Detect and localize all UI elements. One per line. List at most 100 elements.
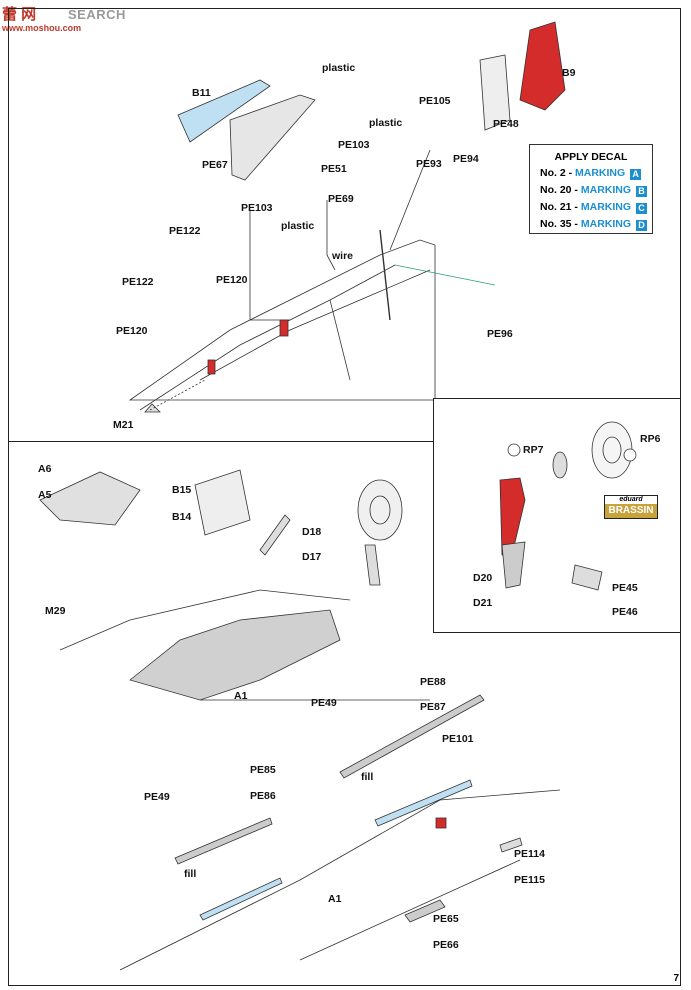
wing-outline-2	[299, 859, 521, 961]
pe101-red-part	[435, 817, 447, 829]
label-d18: D18	[302, 526, 322, 538]
pe65-part	[404, 899, 446, 923]
apply-decal-box: APPLY DECAL No. 2 - MARKING A No. 20 - M…	[529, 144, 653, 234]
fuselage-line-2	[199, 269, 431, 381]
wing-outline-1	[119, 789, 561, 971]
wing-strip-blue	[374, 779, 473, 827]
label-pe122: PE122	[122, 276, 154, 288]
label-pe66: PE66	[433, 939, 459, 951]
rp7-symbol	[507, 443, 521, 457]
label-d17: D17	[302, 551, 322, 563]
label-pe115: PE115	[514, 874, 545, 886]
label-d20: D20	[473, 572, 493, 584]
label-b14: B14	[172, 511, 192, 523]
pe120-red-part	[279, 319, 289, 337]
label-wire: wire	[332, 250, 354, 262]
decal-row: No. 21 - MARKING C	[540, 201, 647, 214]
m21-leader	[149, 379, 206, 411]
label-pe65: PE65	[433, 913, 459, 925]
label-pe94: PE94	[453, 153, 479, 165]
decal-no: No. 2	[540, 167, 566, 179]
label-a1: A1	[234, 690, 248, 702]
b11-panel	[177, 79, 271, 143]
brassin-logo: eduard BRASSIN	[604, 495, 658, 519]
label-a6: A6	[38, 463, 52, 475]
decal-no: No. 21	[540, 201, 572, 213]
decal-marking: MARKING	[580, 184, 632, 196]
label-b9: B9	[562, 67, 576, 79]
pe120-red-part-2	[207, 359, 216, 375]
label-pe103: PE103	[241, 202, 273, 214]
label-d21: D21	[473, 597, 493, 609]
label-pe88: PE88	[420, 676, 446, 688]
label-rp7: RP7	[523, 444, 544, 456]
label-pe49: PE49	[311, 697, 337, 709]
label-m21: M21	[113, 419, 134, 431]
inset-tire-inner	[602, 436, 622, 464]
pe85-strip	[174, 817, 273, 865]
label-pe105: PE105	[419, 95, 451, 107]
label-pe96: PE96	[487, 328, 513, 340]
watermark-search: SEARCH	[68, 7, 126, 22]
inset-hub	[552, 451, 568, 479]
watermark-url: www.moshou.com	[2, 23, 82, 33]
label-a1: A1	[328, 893, 342, 905]
wire-line	[326, 200, 336, 271]
label-plastic: plastic	[369, 117, 403, 129]
label-plastic: plastic	[281, 220, 315, 232]
landing-gear-leg	[364, 544, 381, 586]
watermark: 蕾 网 SEARCH www.moshou.com	[2, 3, 162, 39]
fuselage-frame-line	[329, 299, 351, 381]
pe88-strip	[339, 694, 485, 779]
decal-letter: A	[630, 169, 642, 180]
label-pe103: PE103	[338, 139, 370, 151]
decal-marking: MARKING	[580, 201, 632, 213]
b9-seat	[519, 21, 566, 111]
fuselage-top-outline	[128, 239, 436, 401]
decal-no: No. 35	[540, 218, 572, 230]
label-pe122: PE122	[169, 225, 201, 237]
inset-tire	[591, 421, 633, 479]
decal-row: No. 35 - MARKING D	[540, 218, 647, 231]
label-pe120: PE120	[216, 274, 248, 286]
label-pe114: PE114	[514, 848, 545, 860]
main-wheel-hub	[369, 495, 391, 525]
leader-line-1	[249, 210, 290, 321]
page-number: 7	[673, 973, 679, 984]
label-pe51: PE51	[321, 163, 347, 175]
label-pe48: PE48	[493, 118, 519, 130]
label-a5: A5	[38, 489, 52, 501]
instrument-panel	[229, 94, 316, 181]
label-pe120: PE120	[116, 325, 148, 337]
watermark-logo: 蕾 网	[2, 6, 37, 23]
decal-letter: C	[635, 203, 647, 214]
label-pe49: PE49	[144, 791, 170, 803]
section-divider	[8, 441, 434, 442]
decal-letter: B	[635, 186, 647, 197]
label-fill: fill	[361, 771, 374, 783]
decal-no: No. 20	[540, 184, 572, 196]
label-fill: fill	[184, 868, 197, 880]
label-pe86: PE86	[250, 790, 276, 802]
label-pe93: PE93	[416, 158, 442, 170]
main-wheel	[357, 479, 403, 541]
label-rp6: RP6	[640, 433, 661, 445]
label-pe45: PE45	[612, 582, 638, 594]
brassin-top: eduard	[605, 496, 657, 504]
green-leader	[394, 264, 496, 286]
rp6-symbol	[623, 448, 637, 462]
label-pe101: PE101	[442, 733, 474, 745]
label-pe46: PE46	[612, 606, 638, 618]
decal-letter: D	[635, 220, 647, 231]
leader-line-2	[389, 149, 431, 251]
inset-oleo-lower	[501, 541, 526, 589]
pe114-part	[499, 837, 523, 853]
inset-oleo-red	[499, 477, 526, 556]
lower-strip-blue	[199, 877, 283, 921]
label-plastic: plastic	[322, 62, 356, 74]
label-pe67: PE67	[202, 159, 228, 171]
a6-canopy-part	[39, 471, 141, 526]
